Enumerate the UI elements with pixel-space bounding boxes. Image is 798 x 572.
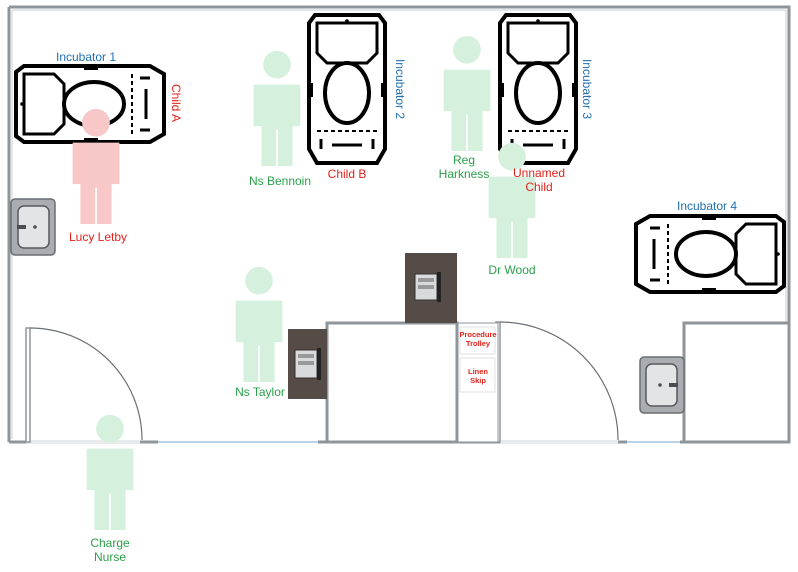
incubator-4-icon[interactable]	[634, 214, 786, 294]
person-reg-harkness-icon[interactable]	[443, 35, 491, 151]
desk-laptop-icon[interactable]	[405, 253, 457, 323]
person-ns-taylor-icon[interactable]	[235, 266, 283, 382]
linen-skip-label: Linen Skip	[468, 367, 488, 385]
incubator-3-icon[interactable]	[498, 13, 578, 165]
ns-taylor-label: Ns Taylor	[235, 385, 285, 399]
sink-icon	[639, 356, 685, 414]
linen-skip[interactable]	[459, 357, 496, 393]
ns-bennoin-label: Ns Bennoin	[248, 174, 312, 188]
incubator-1-label: Incubator 1	[56, 50, 117, 64]
doorway-sill	[500, 440, 618, 444]
lucy-letby-label: Lucy Letby	[68, 230, 128, 244]
procedure-trolley[interactable]	[459, 326, 496, 355]
person-charge-nurse-icon[interactable]	[86, 414, 134, 530]
incubator-2-icon[interactable]	[307, 13, 387, 165]
child-b-label: Child B	[327, 167, 367, 181]
procedure-trolley-label: Procedure Trolley	[459, 330, 497, 348]
door-left[interactable]	[25, 327, 143, 443]
doorway-sill	[26, 440, 140, 444]
dr-wood-label: Dr Wood	[488, 263, 536, 277]
central-station	[325, 321, 459, 444]
sink-icon	[10, 198, 56, 256]
right-cupboard	[682, 321, 791, 444]
person-ns-bennoin-icon[interactable]	[253, 50, 301, 166]
incubator-2-label: Incubator 2	[393, 58, 407, 120]
charge-nurse-label: Charge Nurse	[90, 536, 130, 564]
unnamed-child-label: Unnamed Child	[512, 166, 566, 194]
door-right[interactable]	[495, 321, 619, 443]
reg-harkness-label: Reg Harkness	[438, 153, 490, 181]
desk-laptop-icon[interactable]	[288, 329, 327, 399]
incubator-3-label: Incubator 3	[580, 58, 594, 120]
child-a-label: Child A	[169, 83, 183, 123]
incubator-4-label: Incubator 4	[677, 199, 738, 213]
